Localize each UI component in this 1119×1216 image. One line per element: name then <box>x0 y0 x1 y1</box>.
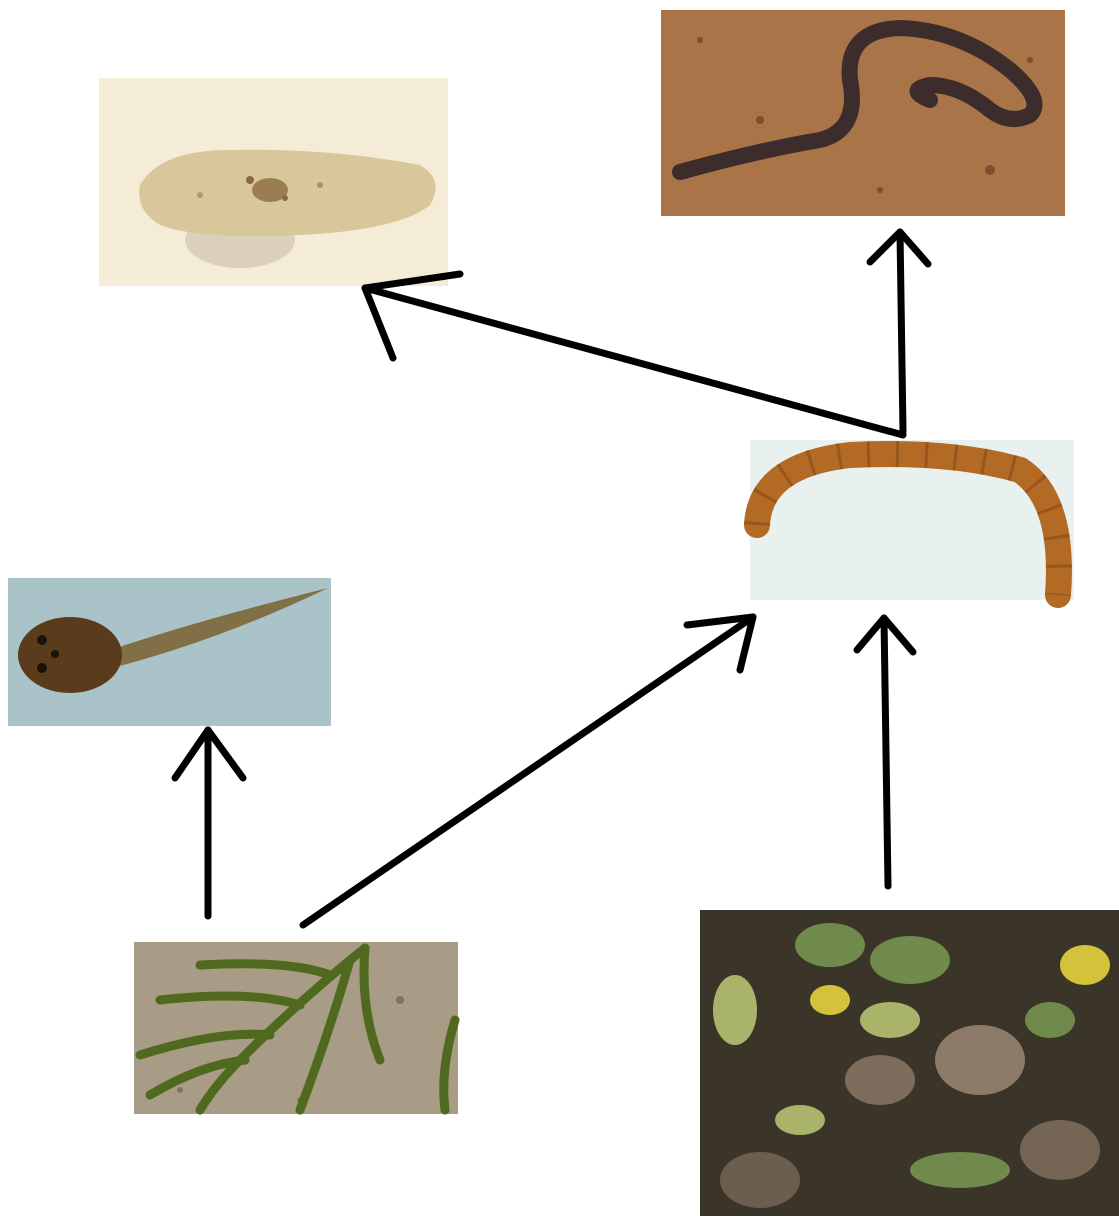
leaf-litter-photo <box>700 910 1119 1216</box>
tadpole-photo <box>8 578 331 726</box>
aquatic-plant-photo <box>134 942 458 1114</box>
arrow-larva-to-planarian <box>365 274 903 435</box>
arrow-leaves-to-larva <box>857 618 913 886</box>
arrow-algae-to-tadpole <box>175 730 243 916</box>
larva-photo <box>750 440 1074 600</box>
arrow-algae-to-larva <box>303 617 753 925</box>
earthworm-photo <box>661 10 1065 216</box>
arrow-larva-to-worm <box>870 232 928 432</box>
planarian-photo <box>99 78 448 286</box>
